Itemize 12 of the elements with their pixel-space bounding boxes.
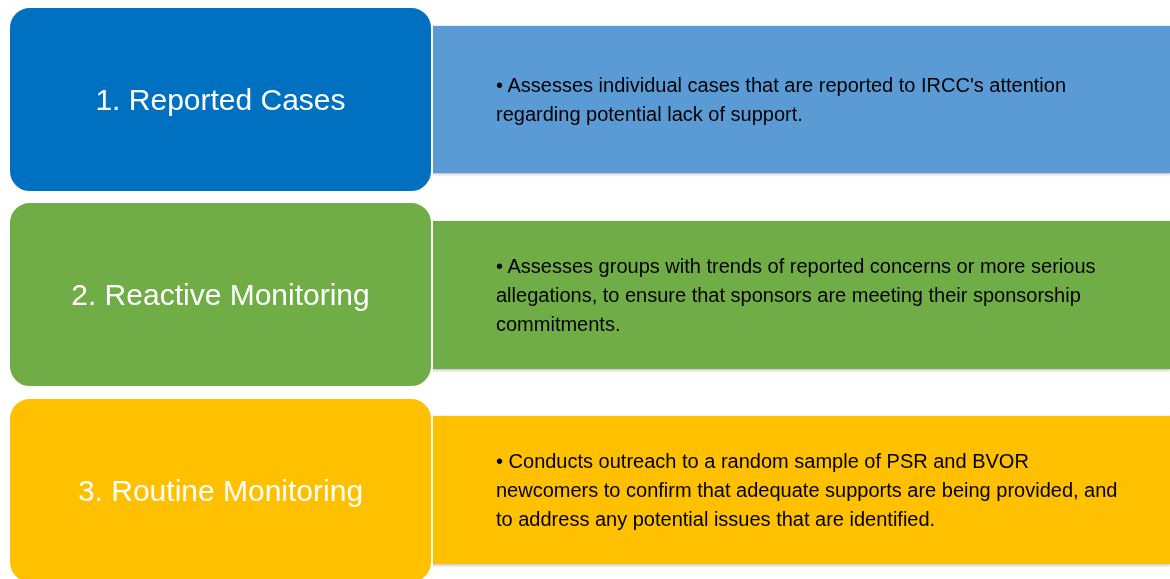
description-box [430, 416, 1170, 564]
rounded-box [8, 397, 433, 579]
stage-title: 2. Reactive Monitoring [71, 277, 370, 312]
rounded-box [8, 6, 433, 193]
description-text: • Assesses groups with trends of reported concerns or more serious allegations, to ensure that sponsors are meeting their sponsorship commitments. [496, 253, 1097, 337]
stage-title: 3. Routine Monitoring [77, 473, 364, 508]
description-box [430, 26, 1170, 173]
description-text: • Conducts outreach to a random sample of PSR and BVOR newcomers to confirm that adequate supports are being provided, and to address any potential issues that are identified. [496, 448, 1119, 532]
description-box [430, 221, 1170, 369]
stage-title: 1. Reported Cases [95, 82, 346, 117]
description-text: • Assesses individual cases that are reported to IRCC's attention regarding potential lack of support. [496, 72, 1067, 127]
rounded-box [8, 201, 433, 388]
